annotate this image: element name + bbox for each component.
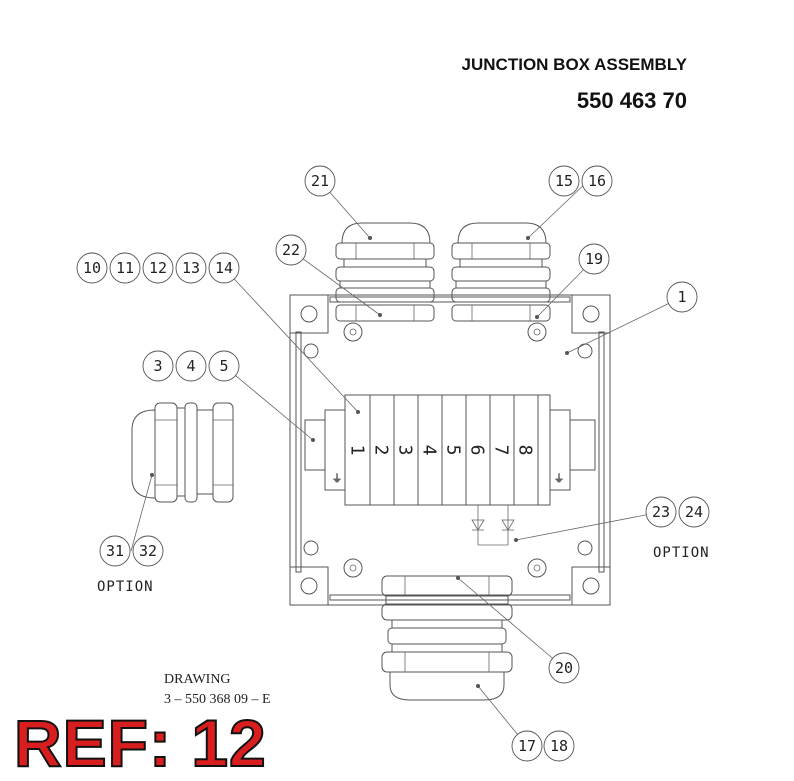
svg-text:1: 1 — [677, 288, 686, 306]
callout-16: 16 — [581, 165, 613, 197]
ref-label: REF: 12 — [13, 705, 267, 781]
callout-22: 22 — [275, 234, 307, 266]
svg-text:11: 11 — [116, 259, 134, 277]
svg-text:17: 17 — [518, 737, 536, 755]
bottom-cable-gland — [381, 575, 513, 701]
leader-lines — [130, 180, 683, 747]
option-cable-gland — [131, 402, 234, 503]
terminal-number: 5 — [443, 445, 464, 456]
callout-23: 23 — [645, 496, 677, 528]
svg-text:10: 10 — [83, 259, 101, 277]
callout-31: 31 — [99, 535, 131, 567]
svg-text:14: 14 — [215, 259, 233, 277]
terminal-number: 8 — [515, 445, 536, 456]
top-left-cable-gland — [335, 222, 435, 322]
callout-4: 4 — [175, 350, 207, 382]
callout-11: 11 — [109, 252, 141, 284]
callout-1: 1 — [666, 281, 698, 313]
callout-24: 24 — [678, 496, 710, 528]
option-label-right: OPTION — [653, 545, 710, 561]
corner-block — [571, 566, 611, 606]
corner-block — [571, 294, 611, 334]
callout-20: 20 — [548, 652, 580, 684]
svg-text:15: 15 — [555, 172, 573, 190]
svg-text:31: 31 — [106, 542, 124, 560]
svg-text:19: 19 — [585, 250, 603, 268]
terminal-number: 1 — [347, 445, 368, 456]
terminal-number: 7 — [491, 445, 512, 456]
corner-block — [289, 566, 329, 606]
callout-10: 10 — [76, 252, 108, 284]
terminal-number: 2 — [371, 445, 392, 456]
callout-19: 19 — [578, 243, 610, 275]
callout-12: 12 — [142, 252, 174, 284]
svg-text:18: 18 — [550, 737, 568, 755]
assembly-title: JUNCTION BOX ASSEMBLY — [461, 55, 687, 74]
terminal-number: 6 — [467, 445, 488, 456]
terminal-number: 4 — [419, 445, 440, 456]
callout-32: 32 — [132, 535, 164, 567]
top-right-cable-gland — [451, 222, 551, 322]
terminal-number: 3 — [395, 445, 416, 456]
enclosure-outer — [289, 294, 611, 606]
svg-text:21: 21 — [311, 172, 329, 190]
callout-15: 15 — [548, 165, 580, 197]
part-number: 550 463 70 — [576, 88, 687, 113]
callout-17: 17 — [511, 730, 543, 762]
corner-block — [289, 294, 329, 334]
svg-text:32: 32 — [139, 542, 157, 560]
callout-21: 21 — [304, 165, 336, 197]
svg-text:5: 5 — [219, 357, 228, 375]
svg-text:22: 22 — [282, 241, 300, 259]
svg-text:⏚: ⏚ — [554, 473, 564, 485]
callout-5: 5 — [208, 350, 240, 382]
svg-text:3: 3 — [153, 357, 162, 375]
svg-text:⏚: ⏚ — [332, 473, 342, 485]
callout-14: 14 — [208, 252, 240, 284]
option-label-left: OPTION — [97, 579, 154, 595]
svg-text:12: 12 — [149, 259, 167, 277]
svg-text:16: 16 — [588, 172, 606, 190]
callout-18: 18 — [543, 730, 575, 762]
diode-pair — [471, 505, 515, 546]
callout-3: 3 — [142, 350, 174, 382]
svg-text:20: 20 — [555, 659, 573, 677]
callout-13: 13 — [175, 252, 207, 284]
svg-text:13: 13 — [182, 259, 200, 277]
drawing-number: 3 – 550 368 09 – E — [164, 692, 271, 707]
svg-text:24: 24 — [685, 503, 703, 521]
svg-text:4: 4 — [186, 357, 195, 375]
drawing-label: DRAWING — [164, 672, 231, 687]
svg-text:23: 23 — [652, 503, 670, 521]
